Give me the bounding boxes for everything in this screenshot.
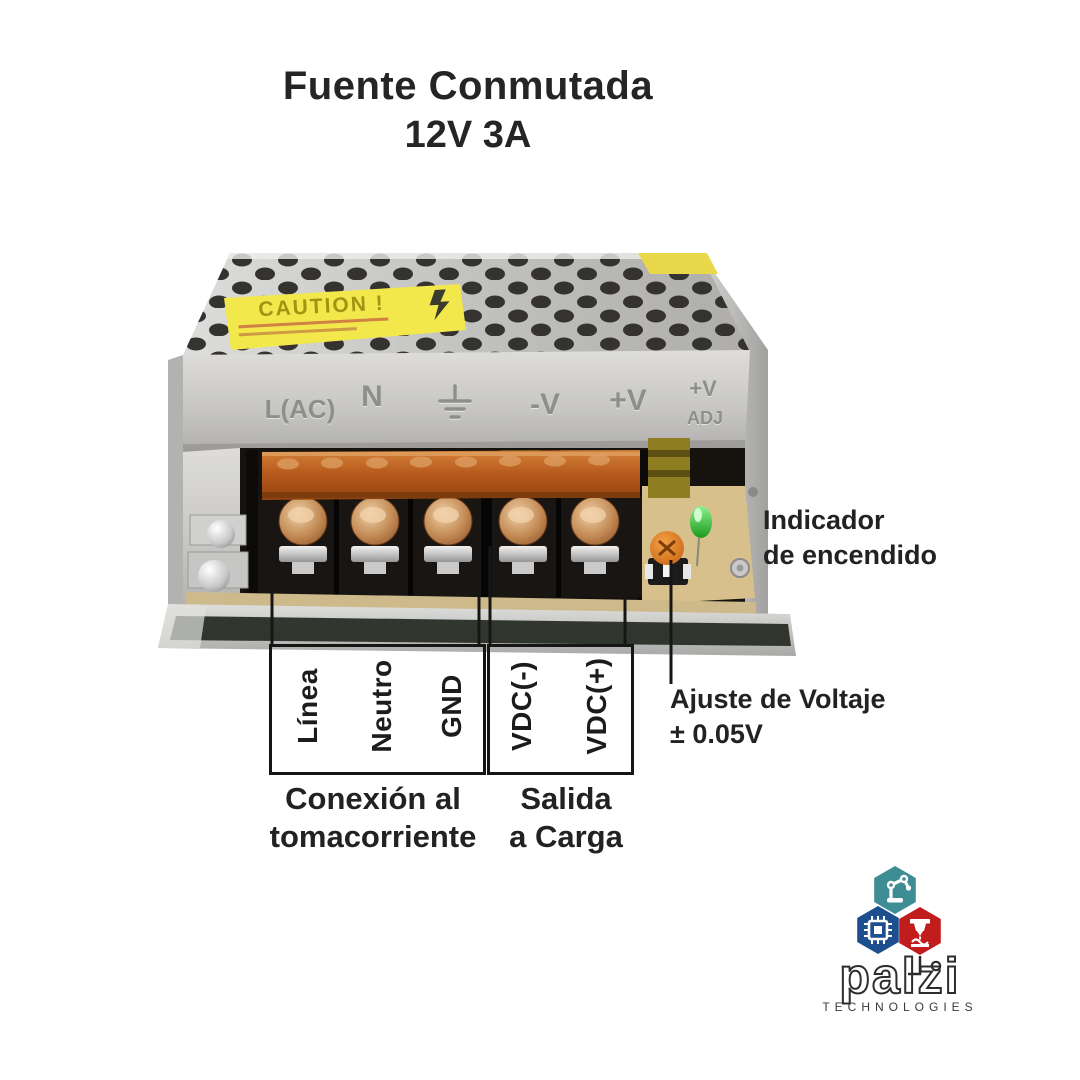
logo-i-dot bbox=[930, 960, 942, 972]
caution-sticker: CAUTION ! bbox=[224, 284, 466, 350]
psu-right-side bbox=[703, 256, 768, 626]
adjust-line2: ± 0.05V bbox=[670, 719, 763, 749]
robot-arm-hexagon bbox=[874, 866, 916, 914]
output-caption: Salida a Carga bbox=[487, 780, 645, 856]
output-caption-line2: a Carga bbox=[509, 819, 623, 854]
case-screw bbox=[198, 560, 230, 592]
case-screw bbox=[207, 520, 235, 548]
terminal-screws bbox=[278, 496, 620, 574]
indicator-line2: de encendido bbox=[763, 540, 938, 570]
terminal-label-vdc-minus: VDC(-) bbox=[506, 660, 537, 752]
terminal-label-linea: Línea bbox=[292, 668, 323, 744]
transformer bbox=[648, 438, 690, 498]
psu-left-pillar bbox=[168, 355, 249, 615]
marking-adj: ADJ bbox=[687, 408, 723, 428]
brand-wordmark: palzi bbox=[839, 948, 960, 1004]
marking-vminus: -V bbox=[530, 388, 560, 421]
marking-vadj: +V bbox=[689, 376, 717, 401]
ground-symbol bbox=[438, 384, 472, 419]
corner-sticker bbox=[638, 253, 718, 274]
printer-hexagon bbox=[899, 907, 941, 955]
terminal-label-vdc-plus: VDC(+) bbox=[581, 657, 612, 755]
chip-hexagon bbox=[857, 906, 899, 954]
robot-arm-icon bbox=[886, 874, 912, 903]
lightning-icon bbox=[429, 289, 450, 321]
marking-line: L(AC) bbox=[265, 394, 336, 424]
page-title: Fuente Conmutada 12V 3A bbox=[68, 62, 868, 158]
printer-icon bbox=[910, 919, 930, 947]
input-terminals-box bbox=[269, 644, 486, 775]
voltage-adjust-label: Ajuste de Voltaje ± 0.05V bbox=[670, 682, 886, 752]
marking-vplus: +V bbox=[609, 384, 647, 417]
input-caption: Conexión al tomacorriente bbox=[233, 780, 513, 856]
chip-icon bbox=[864, 916, 892, 944]
voltage-potentiometer bbox=[645, 531, 691, 585]
input-caption-line1: Conexión al bbox=[285, 781, 461, 816]
psu-front-panel: L(AC) N -V +V +V ADJ bbox=[183, 350, 750, 452]
output-terminals-box bbox=[487, 644, 634, 775]
power-indicator-label: Indicador de encendido bbox=[763, 503, 937, 573]
terminal-block bbox=[258, 450, 642, 597]
logo-connector bbox=[908, 956, 922, 976]
brand-subtitle: TECHNOLOGIES bbox=[822, 1000, 977, 1014]
annotation-lines bbox=[270, 546, 673, 684]
terminal-label-neutro: Neutro bbox=[366, 659, 397, 753]
led-indicator bbox=[690, 506, 712, 567]
terminal-label-gnd: GND bbox=[436, 674, 467, 738]
adjust-line1: Ajuste de Voltaje bbox=[670, 684, 886, 714]
panel-markings: L(AC) N -V +V +V ADJ bbox=[265, 376, 723, 428]
title-line2: 12V 3A bbox=[404, 114, 532, 156]
output-caption-line1: Salida bbox=[520, 781, 612, 816]
brand-logo: palzi TECHNOLOGIES bbox=[822, 866, 977, 1014]
marking-neutral: N bbox=[361, 380, 383, 413]
terminal-cover bbox=[262, 450, 640, 500]
indicator-line1: Indicador bbox=[763, 505, 885, 535]
title-line1: Fuente Conmutada bbox=[282, 64, 654, 108]
input-caption-line2: tomacorriente bbox=[269, 819, 477, 854]
